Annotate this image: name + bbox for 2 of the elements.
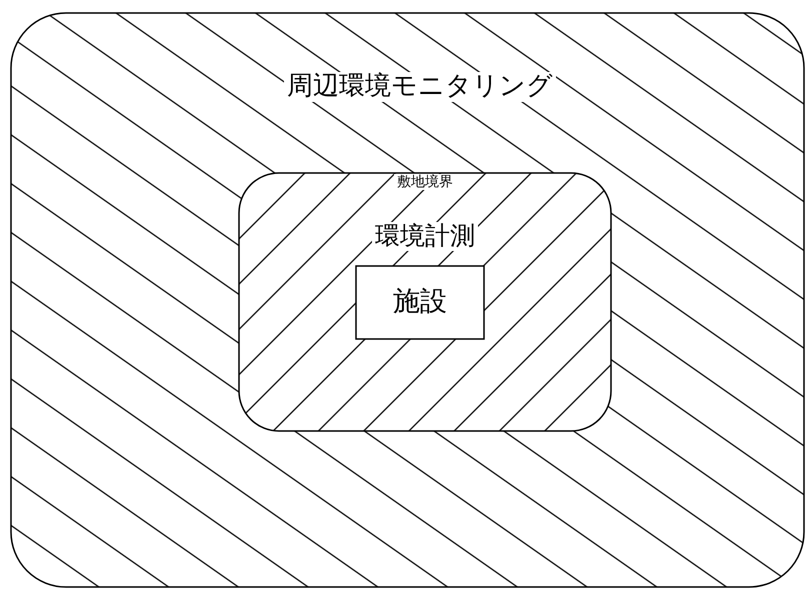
zone-label: 環境計測 [372, 222, 478, 251]
zone-label: 周辺環境モニタリング [284, 72, 556, 102]
